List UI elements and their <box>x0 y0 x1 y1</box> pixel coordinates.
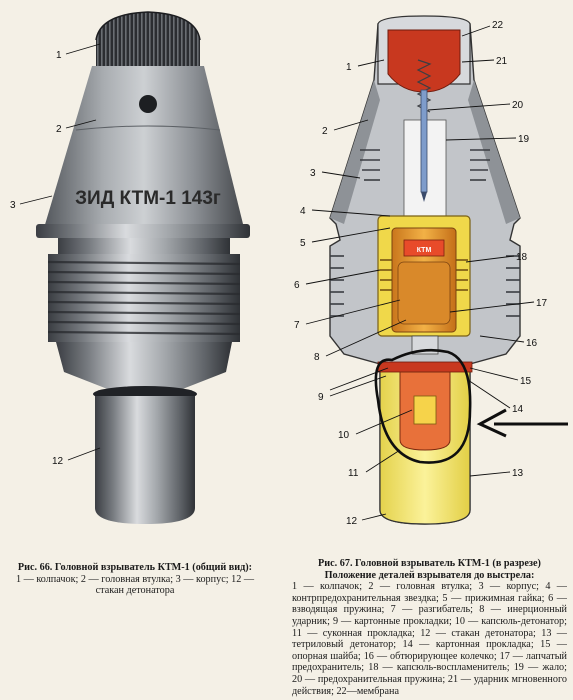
threaded-section <box>48 254 240 342</box>
fig67-label-9: 9 <box>318 392 324 403</box>
fuze-cross-section: КТМ <box>294 15 568 527</box>
cap-knurled-top <box>96 12 200 66</box>
illustration-canvas: ЗИД КТМ-1 143г 1 2 3 <box>10 11 568 527</box>
fig67-label-20: 20 <box>512 100 524 111</box>
fig67-label-4: 4 <box>300 206 306 217</box>
body-stamp: ЗИД КТМ-1 143г <box>75 188 221 209</box>
fig66-label-2: 2 <box>56 124 62 135</box>
fig67-label-1: 1 <box>346 62 352 73</box>
figure67-caption: Рис. 67. Головной взрыватель КТМ-1 (в ра… <box>292 558 567 697</box>
head-bushing-cone <box>44 66 244 228</box>
cone-hole <box>139 95 157 113</box>
fig67-label-14: 14 <box>512 404 524 415</box>
sting <box>420 89 428 193</box>
fig67-label-21: 21 <box>496 56 508 67</box>
figure66-caption-body: 1 — колпачок; 2 — головная втулка; 3 — к… <box>15 573 255 597</box>
fig67-label-5: 5 <box>300 238 306 249</box>
fig67-label-19: 19 <box>518 134 530 145</box>
fig67-label-15: 15 <box>520 376 532 387</box>
fig66-label-1: 1 <box>56 50 62 61</box>
inner-tag: КТМ <box>417 247 432 254</box>
fig67-label-3: 3 <box>310 168 316 179</box>
figure66-caption-title: Рис. 66. Головной взрыватель КТМ-1 (общи… <box>17 562 253 573</box>
fig67-label-11: 11 <box>348 468 359 479</box>
figure66-caption: Рис. 66. Головной взрыватель КТМ-1 (общи… <box>10 562 260 597</box>
fuze-external-view: ЗИД КТМ-1 143г 1 2 3 <box>10 11 250 524</box>
fig66-label-3: 3 <box>10 200 16 211</box>
figure67-caption-subtitle: Положение деталей взрывателя до выстрела… <box>324 569 535 581</box>
fig67-label-18: 18 <box>516 252 528 263</box>
figure67-caption-body: 1 — колпачок; 2 — головная втулка; 3 — к… <box>292 581 567 697</box>
fig67-label-2: 2 <box>322 126 328 137</box>
lower-shoulder <box>56 342 232 390</box>
fig67-label-13: 13 <box>512 468 524 479</box>
body-flange <box>36 224 250 238</box>
fig67-label-10: 10 <box>338 430 350 441</box>
figure67-caption-title: Рис. 67. Головной взрыватель КТМ-1 (в ра… <box>318 558 541 569</box>
fig67-label-8: 8 <box>314 352 320 363</box>
hand-drawn-circle <box>374 348 472 464</box>
fig67-label-17: 17 <box>536 298 548 309</box>
fig67-label-12: 12 <box>346 516 358 527</box>
fig67-label-7: 7 <box>294 320 300 331</box>
fig67-label-22: 22 <box>492 20 504 31</box>
red-striker <box>387 29 461 93</box>
fig67-label-6: 6 <box>294 280 300 291</box>
fig67-label-16: 16 <box>526 338 538 349</box>
fig66-label-12: 12 <box>52 456 64 467</box>
detonator-cup <box>95 396 195 524</box>
